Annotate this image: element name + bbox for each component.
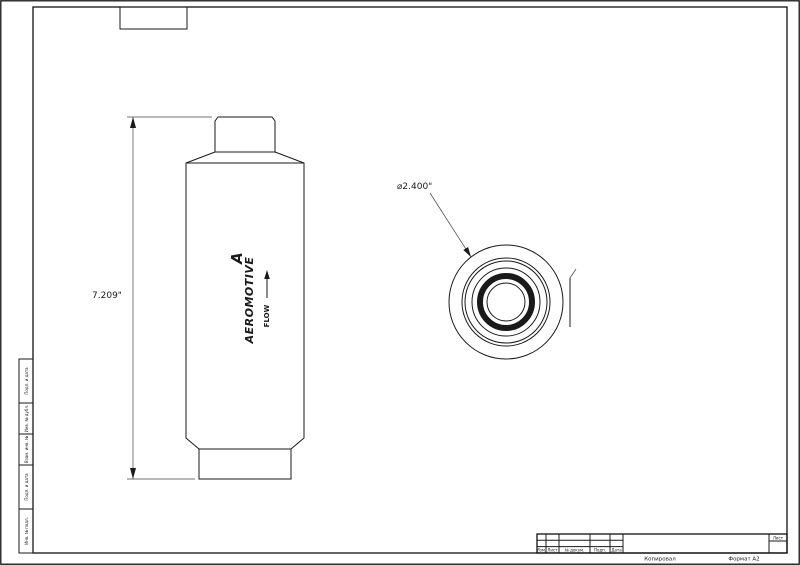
body-markings: A AEROMOTIVE FLOW xyxy=(228,252,271,344)
top-designation-box xyxy=(119,6,188,30)
dimension-arrow-up-icon xyxy=(130,117,136,128)
aeromotive-logo-icon: A xyxy=(228,252,246,265)
margin-label: Подп. и дата xyxy=(24,367,29,395)
copied-by-label: Копировал xyxy=(644,557,676,563)
side-view: A AEROMOTIVE FLOW 7.209" xyxy=(92,116,305,480)
filter-outline xyxy=(185,116,305,480)
height-dimension: 7.209" xyxy=(92,116,212,480)
leader-line xyxy=(429,192,472,258)
brand-text: AEROMOTIVE xyxy=(243,257,256,345)
col-label-izm: Изм. xyxy=(537,548,546,553)
ring-circle xyxy=(461,257,551,347)
margin-label: Взам. инв. № xyxy=(24,436,29,463)
format-label: Формат А2 xyxy=(728,557,759,563)
margin-label: Инв. № дубл. xyxy=(24,405,29,432)
margin-box xyxy=(18,508,34,554)
thick-ring xyxy=(477,273,535,331)
diameter-dimension: ⌀2.400" xyxy=(397,182,472,258)
ring-circle xyxy=(471,267,541,337)
flow-label: FLOW xyxy=(263,304,271,327)
sheet-number-label: Лист xyxy=(773,536,784,541)
height-dimension-label: 7.209" xyxy=(92,291,122,301)
col-label-podp: Подп. xyxy=(594,548,606,553)
margin-label: Подп. и дата xyxy=(24,473,29,501)
dimension-arrow-down-icon xyxy=(130,468,136,479)
col-label-data: Дата xyxy=(611,548,622,553)
drawing-frame xyxy=(32,6,788,554)
ring-circle xyxy=(464,260,548,344)
flow-arrow-head-icon xyxy=(264,270,270,279)
edge-tick xyxy=(569,268,577,279)
end-view: ⌀2.400" xyxy=(397,182,577,360)
margin-label: Инв. № подл. xyxy=(24,517,29,545)
inner-circle xyxy=(486,282,526,322)
title-block: Изм. Лист № докум. Подп. Дата Лист xyxy=(536,533,788,554)
outer-circle xyxy=(448,244,564,360)
title-block-outline xyxy=(536,533,788,554)
leader-arrow-icon xyxy=(463,247,471,257)
col-label-docnum: № докум. xyxy=(565,548,585,553)
left-margin-boxes: Подп. и дата Инв. № дубл. Взам. инв. № П… xyxy=(18,358,34,554)
col-label-list: Лист xyxy=(547,548,558,553)
diameter-dimension-label: ⌀2.400" xyxy=(397,182,432,192)
